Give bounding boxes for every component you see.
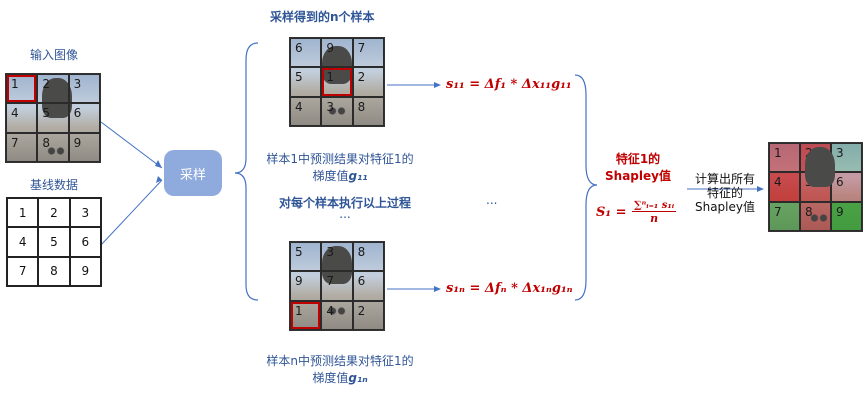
dots-right: ... <box>486 193 498 207</box>
compute-label-line2: 特征的 <box>706 186 743 200</box>
baseline-grid: 1 2 3 4 5 6 7 8 9 <box>6 197 102 287</box>
output-grid: 1 2 3 4 5 6 7 8 9 <box>769 143 862 231</box>
formula-s11: s₁₁ = Δf₁ * Δx₁₁g₁₁ <box>446 77 572 92</box>
output-cell: 3 <box>831 143 862 173</box>
baseline-cell: 6 <box>69 227 101 257</box>
right-brace <box>574 74 598 301</box>
input-cell: 1 <box>6 74 38 104</box>
baseline-cell: 8 <box>38 256 70 286</box>
samplen-cell: 8 <box>352 242 384 272</box>
output-cell: 9 <box>831 201 862 231</box>
sampling-box: 采样 <box>164 150 222 196</box>
sample1-caption-line2: 梯度值 <box>312 169 349 183</box>
dots-mid: ... <box>339 207 351 221</box>
shapley-formula-denominator: n <box>650 212 659 225</box>
samplen-cell: 2 <box>352 300 384 330</box>
sample1-cell: 7 <box>352 38 384 68</box>
input-image-grid: 1 2 3 4 5 6 7 8 9 <box>6 74 100 162</box>
shapley-formula-numerator: ∑ⁿᵢ₌₁ s₁ᵢ <box>632 200 677 212</box>
shapley-formula: S₁ = ∑ⁿᵢ₌₁ s₁ᵢ n <box>596 200 677 225</box>
shapley-title: 特征1的 Shapley值 <box>598 150 678 184</box>
baseline-cell: 3 <box>69 198 101 228</box>
sample1-caption-line1: 样本1中预测结果对特征1的 <box>266 152 414 166</box>
compute-label-line3: Shapley值 <box>694 200 755 214</box>
samplen-caption-line2: 梯度值 <box>312 371 349 385</box>
input-cell: 2 <box>37 74 69 104</box>
compute-label-line1: 计算出所有 <box>694 172 755 186</box>
input-cell: 5 <box>37 103 69 133</box>
samples-title: 采样得到的n个样本 <box>270 10 375 24</box>
sample1-cell: 4 <box>290 96 322 126</box>
sample1-cell: 9 <box>321 38 353 68</box>
input-image-label: 输入图像 <box>29 48 78 62</box>
baseline-label: 基线数据 <box>29 178 78 192</box>
samplen-caption-line1: 样本n中预测结果对特征1的 <box>266 354 414 368</box>
output-cell: 6 <box>831 172 862 202</box>
compute-label: 计算出所有 特征的 Shapley值 <box>686 172 764 214</box>
sample1-cell: 6 <box>290 38 322 68</box>
input-cell: 6 <box>68 103 100 133</box>
input-cell: 3 <box>68 74 100 104</box>
brace <box>234 42 259 301</box>
samplen-cell: 6 <box>352 271 384 301</box>
arrow-input-to-sampling <box>100 121 163 169</box>
sample1-cell: 3 <box>321 96 353 126</box>
input-cell: 8 <box>37 132 69 162</box>
samplen-cell: 4 <box>321 300 353 330</box>
sample1-cell: 1 <box>321 67 353 97</box>
input-cell: 7 <box>6 132 38 162</box>
samplen-cell: 7 <box>321 271 353 301</box>
samplen-cell: 3 <box>321 242 353 272</box>
sample1-cell: 5 <box>290 67 322 97</box>
shapley-formula-lhs: S₁ = <box>596 205 627 220</box>
samplen-cell: 5 <box>290 242 322 272</box>
samplen-cell: 1 <box>290 300 322 330</box>
input-cell: 9 <box>68 132 100 162</box>
baseline-cell: 5 <box>38 227 70 257</box>
baseline-cell: 9 <box>69 256 101 286</box>
baseline-cell: 7 <box>7 256 39 286</box>
repeat-label: 对每个样本执行以上过程 <box>278 196 411 210</box>
baseline-cell: 2 <box>38 198 70 228</box>
samplen-cell: 9 <box>290 271 322 301</box>
sample1-caption: 样本1中预测结果对特征1的 梯度值g₁₁ <box>250 150 430 184</box>
shapley-title-line2: Shapley值 <box>605 169 671 183</box>
sample1-cell: 8 <box>352 96 384 126</box>
output-cell: 7 <box>769 201 800 231</box>
formula-s1n: s₁ₙ = Δfₙ * Δx₁ₙg₁ₙ <box>446 281 573 296</box>
sample1-grid: 6 9 7 5 1 2 4 3 8 <box>290 38 384 126</box>
output-cell: 4 <box>769 172 800 202</box>
samplen-caption: 样本n中预测结果对特征1的 梯度值g₁ₙ <box>250 352 430 386</box>
samplen-caption-symbol: g₁ₙ <box>348 371 368 385</box>
sample1-caption-symbol: g₁₁ <box>348 169 368 183</box>
shapley-title-line1: 特征1的 <box>615 152 661 166</box>
input-cell: 4 <box>6 103 38 133</box>
output-cell: 1 <box>769 143 800 173</box>
baseline-cell: 4 <box>7 227 39 257</box>
baseline-cell: 1 <box>7 198 39 228</box>
samplen-grid: 5 3 8 9 7 6 1 4 2 <box>290 242 384 330</box>
sample1-cell: 2 <box>352 67 384 97</box>
arrow-baseline-to-sampling <box>100 179 163 246</box>
